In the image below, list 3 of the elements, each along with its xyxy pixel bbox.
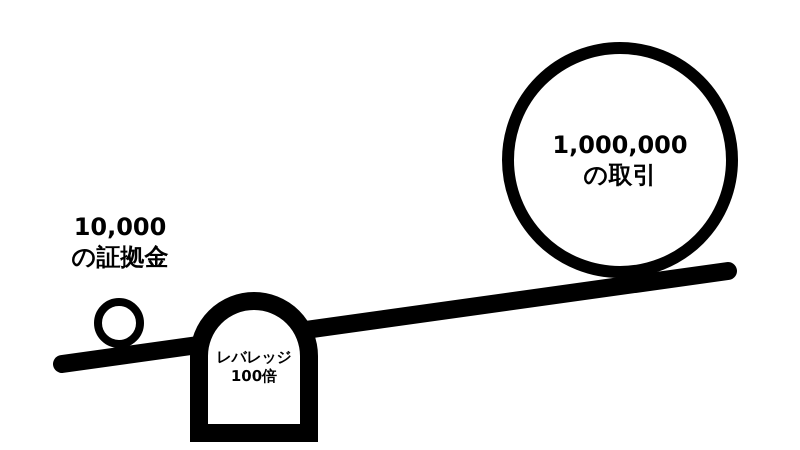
- label-text: 1,000,000の取引: [551, 130, 689, 190]
- label-text: 10,000の証拠金: [70, 212, 170, 272]
- label-text: レバレッジ100倍: [216, 348, 292, 386]
